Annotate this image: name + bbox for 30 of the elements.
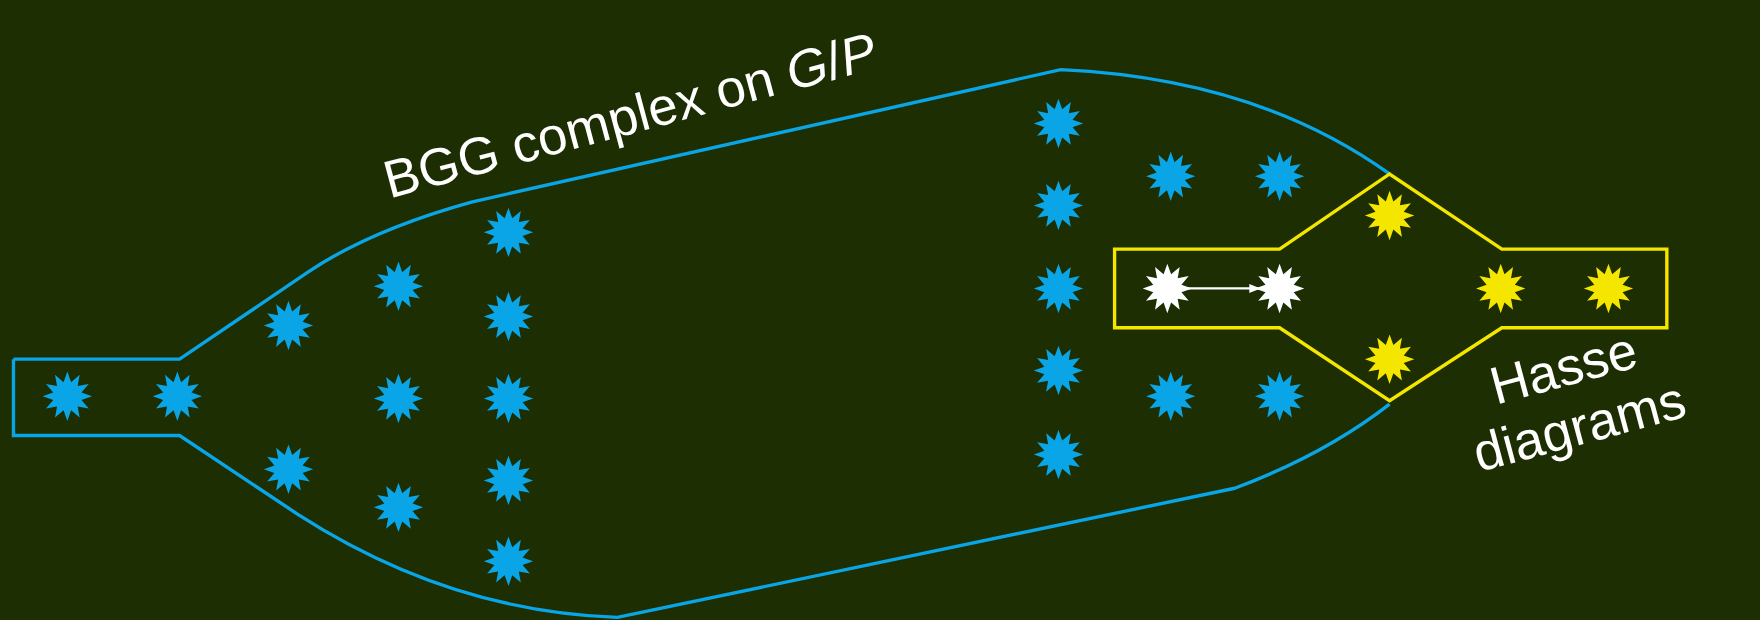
diagram-label: Hasse diagrams <box>1465 318 1693 485</box>
starburst-icon <box>483 207 534 258</box>
starburst-icon <box>1033 98 1084 149</box>
starburst-icon <box>373 373 424 424</box>
starburst-icon <box>483 536 534 586</box>
starburst-icon <box>1033 429 1084 480</box>
starburst-icon <box>263 300 314 351</box>
starburst-icon <box>1476 263 1526 314</box>
arrow <box>1187 284 1261 293</box>
starburst-icon <box>152 371 203 421</box>
starburst-icon <box>483 373 534 424</box>
starburst-icon <box>483 455 534 506</box>
starburst-icon <box>263 444 314 494</box>
starburst-icon <box>1146 371 1196 421</box>
starburst-icon <box>1254 371 1305 421</box>
starburst-icon <box>1142 263 1193 314</box>
starburst-icon <box>1254 263 1305 314</box>
starburst-icon <box>1033 345 1084 396</box>
starburst-icon <box>1033 180 1084 231</box>
starburst-icon <box>42 371 93 421</box>
starburst-icon <box>1364 334 1415 384</box>
starburst-icon <box>1033 263 1084 314</box>
starburst-icon <box>1146 151 1196 201</box>
starburst-icon <box>1364 190 1415 241</box>
title-text: BGG complex on G/P <box>376 19 883 211</box>
starburst-icon <box>1583 263 1634 314</box>
starburst-icon <box>483 291 534 342</box>
starburst-icon <box>1254 151 1305 201</box>
starburst-icon <box>373 482 424 533</box>
starburst-icon <box>373 261 424 311</box>
